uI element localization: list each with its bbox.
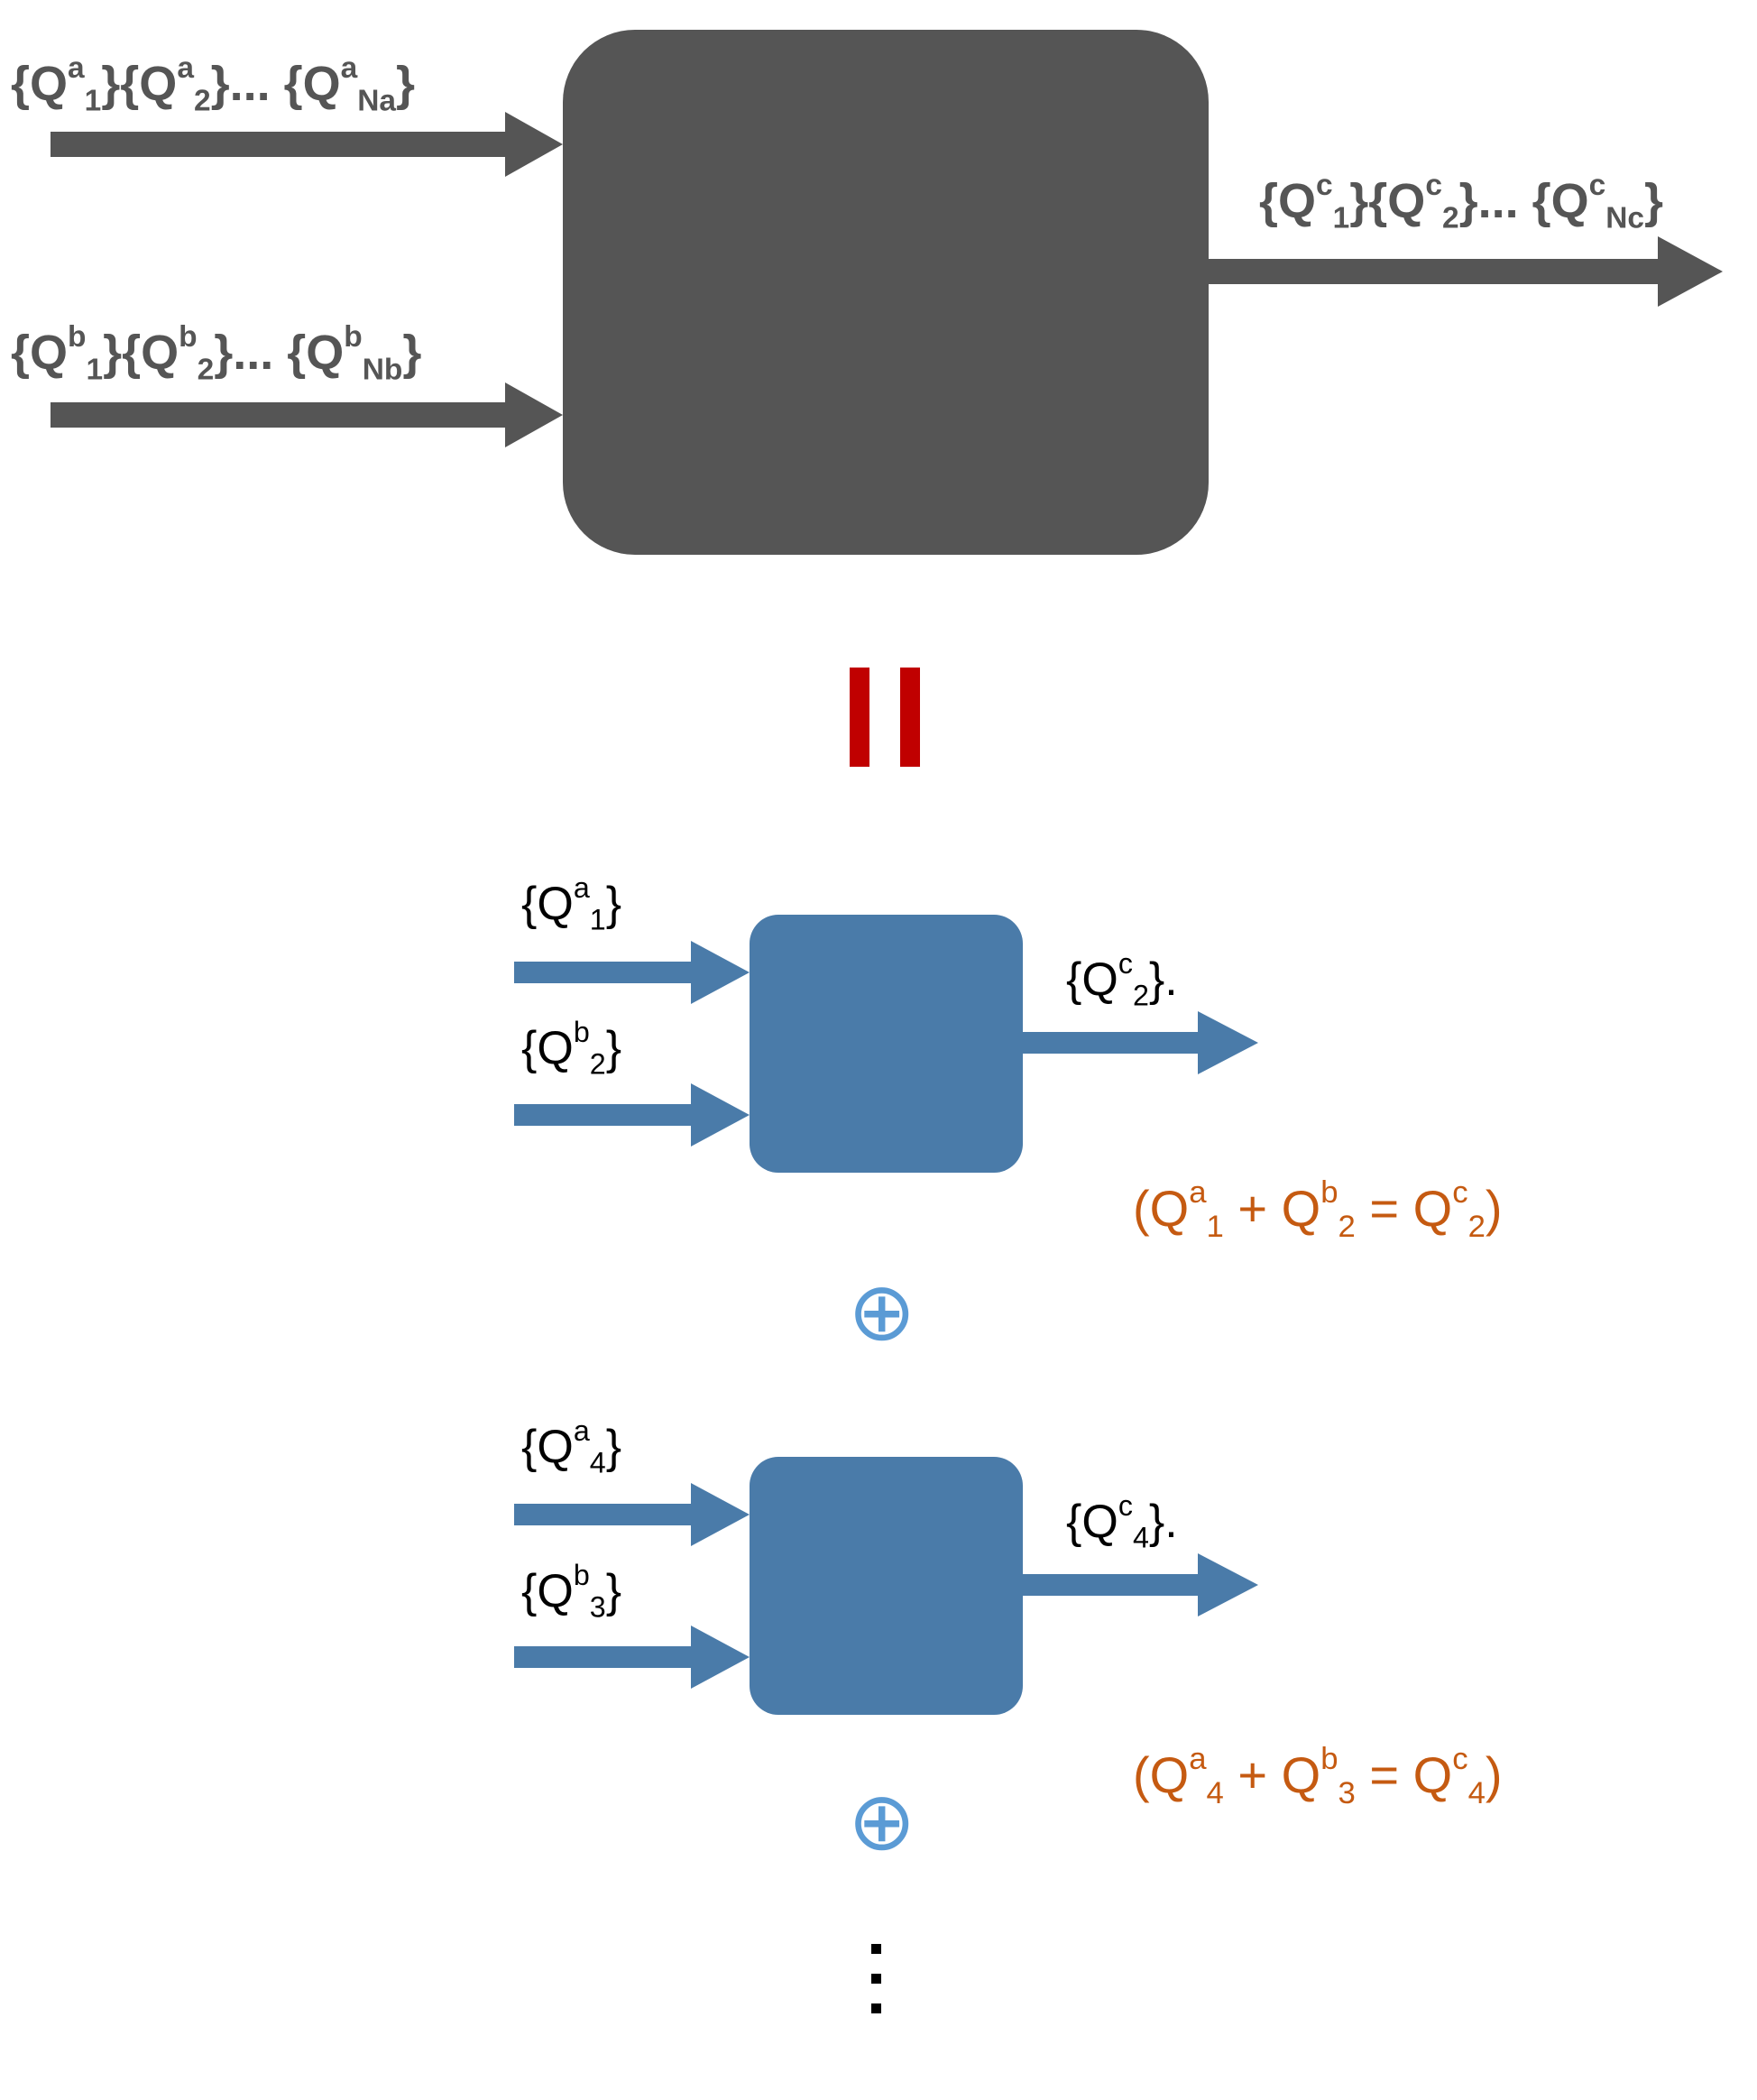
equation-block1: (Qa1 + Qb2 = Qc2) bbox=[1133, 1174, 1503, 1245]
arrow-block2-output bbox=[1023, 1553, 1258, 1616]
direct-sum-icon: ⊕ bbox=[848, 1777, 916, 1867]
arrow-block2-input-a bbox=[514, 1483, 750, 1546]
equals-sign bbox=[850, 668, 922, 767]
label-block1-input-a: {Qa1} bbox=[521, 870, 622, 936]
arrow-block1-input-b bbox=[514, 1083, 750, 1147]
arrow-input-b bbox=[51, 382, 563, 447]
arrow-output-c bbox=[1209, 236, 1723, 307]
combined-process-box bbox=[563, 30, 1209, 555]
direct-sum-icon: ⊕ bbox=[848, 1267, 916, 1358]
label-input-a-series: {Qa1}{Qa2}... {QaNa} bbox=[11, 51, 416, 118]
arrow-block2-input-b bbox=[514, 1626, 750, 1689]
arrow-input-a bbox=[51, 112, 563, 177]
label-block2-output: {Qc4}. bbox=[1066, 1488, 1178, 1554]
arrow-block1-output bbox=[1023, 1011, 1258, 1074]
label-block1-input-b: {Qb2} bbox=[521, 1015, 622, 1081]
label-block2-input-a: {Qa4} bbox=[521, 1414, 622, 1479]
process-box-1 bbox=[750, 915, 1023, 1173]
label-block2-input-b: {Qb3} bbox=[521, 1558, 622, 1624]
label-output-c-series: {Qc1}{Qc2}... {QcNc} bbox=[1259, 168, 1664, 235]
label-block1-output: {Qc2}. bbox=[1066, 946, 1178, 1012]
equation-block2: (Qa4 + Qb3 = Qc4) bbox=[1133, 1741, 1503, 1811]
process-box-2 bbox=[750, 1457, 1023, 1715]
label-input-b-series: {Qb1}{Qb2}... {QbNb} bbox=[11, 319, 422, 387]
continuation-dots-icon bbox=[871, 1944, 886, 2033]
arrow-block1-input-a bbox=[514, 941, 750, 1004]
